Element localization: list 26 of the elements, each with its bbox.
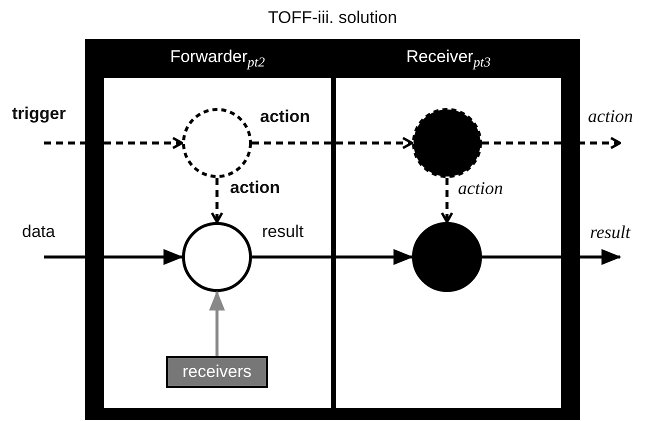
arrow [440,178,454,224]
diagram-title: TOFF-iii. solution [266,8,398,28]
arrow [252,136,414,150]
edge-label: action [588,106,633,127]
filled-circle [412,108,482,178]
arrow [44,136,184,150]
edge-label: data [22,222,56,242]
edge-label: result [590,222,630,243]
arrow [210,178,224,224]
filled-circle [412,222,482,292]
panel-heading: Receiver$_{pt3}$ [405,46,492,72]
edge-label: result [262,222,304,242]
edge-label: action [458,178,503,199]
arrow [252,249,414,265]
edge-label: action [260,107,310,127]
outer-frame [85,39,580,420]
open-circle [182,108,252,178]
open-circle [182,222,252,292]
source-box: receivers [166,356,268,388]
panel-heading: Forwarder$_{pt2}$ [169,46,266,72]
edge-label: trigger [12,104,66,124]
arrow [482,249,622,265]
arrow [44,249,184,265]
edge-label: action [230,178,280,198]
arrow [209,290,225,356]
arrow [482,136,622,150]
